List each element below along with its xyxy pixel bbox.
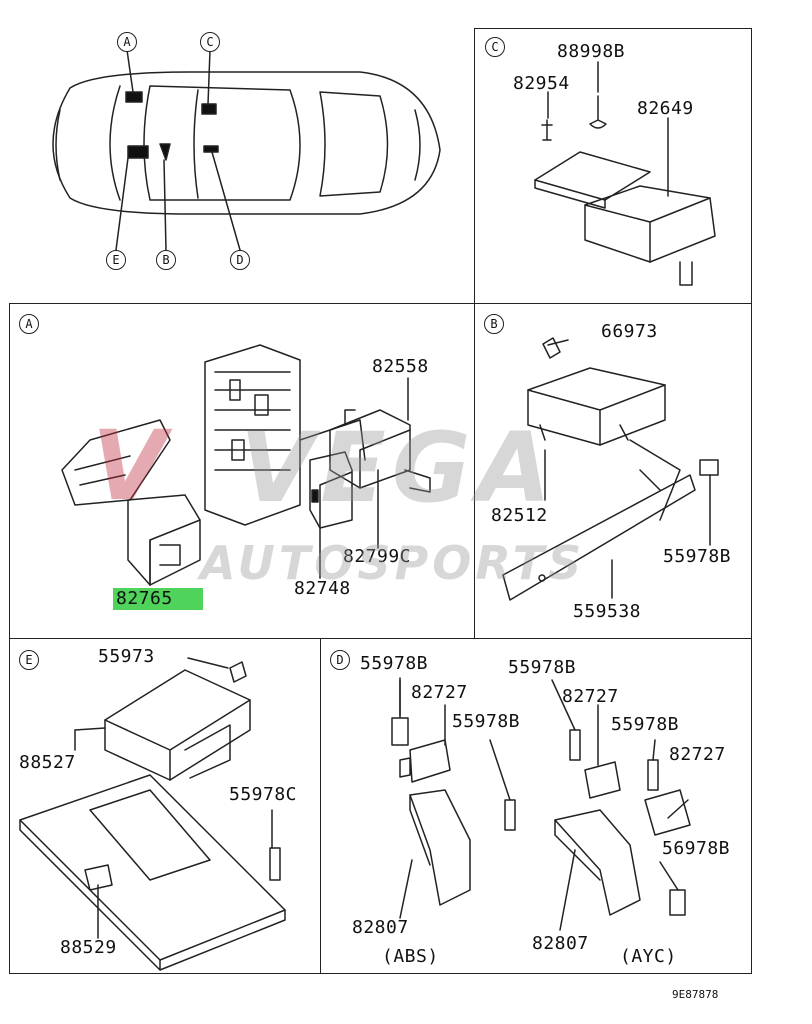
- panel-e-badge: E: [19, 650, 39, 670]
- panel-a-badge: A: [19, 314, 39, 334]
- highlight-82765: [113, 588, 203, 610]
- panel-a-drawing: [61, 344, 431, 586]
- part-label: 82727: [562, 686, 619, 707]
- overview-callout-a: A: [117, 32, 137, 52]
- watermark-v-mark: V: [92, 410, 167, 522]
- panel-e: [9, 638, 321, 974]
- part-label: 88998B: [557, 41, 626, 62]
- part-label: 88527: [19, 752, 76, 773]
- panel-d: [320, 638, 752, 974]
- panel-c-badge: C: [485, 37, 505, 57]
- panel-d-badge: D: [330, 650, 350, 670]
- diagram-code: 9E87878: [672, 988, 719, 1001]
- part-label: 56978B: [662, 838, 731, 859]
- part-label: 66973: [601, 321, 658, 342]
- part-label: (AYC): [620, 946, 677, 967]
- overview-callout-b: B: [156, 250, 176, 270]
- panel-e-drawing: [19, 657, 286, 971]
- panel-c: [474, 28, 752, 304]
- part-label: (ABS): [382, 946, 439, 967]
- panel-d-drawing: [391, 677, 691, 931]
- part-label: 82558: [372, 356, 429, 377]
- part-label: 55978B: [611, 714, 680, 735]
- part-label: 82727: [411, 682, 468, 703]
- part-label: 88529: [60, 937, 117, 958]
- part-label: 55978B: [663, 546, 732, 567]
- watermark-line1: VEGA: [240, 412, 557, 524]
- part-label: 82512: [491, 505, 548, 526]
- watermark-line2: AUTOSPORTS: [200, 536, 586, 590]
- part-label: 55978B: [508, 657, 577, 678]
- part-label: 82727: [669, 744, 726, 765]
- part-label: 82799C: [343, 546, 412, 567]
- overview-callout-c: C: [200, 32, 220, 52]
- part-label: 559538: [573, 601, 642, 622]
- part-label: 82807: [532, 933, 589, 954]
- panel-b-drawing: [502, 337, 719, 601]
- part-label: 82748: [294, 578, 351, 599]
- panel-b-badge: B: [484, 314, 504, 334]
- overview-callout-d: D: [230, 250, 250, 270]
- overview-callout-e: E: [106, 250, 126, 270]
- car-top-view: [52, 49, 441, 251]
- part-label-highlighted: 82765: [116, 588, 173, 609]
- panel-c-drawing: [534, 61, 716, 286]
- part-label: 55978B: [452, 711, 521, 732]
- part-label: 55978B: [360, 653, 429, 674]
- part-label: 82954: [513, 73, 570, 94]
- part-label: 82807: [352, 917, 409, 938]
- part-label: 55978C: [229, 784, 298, 805]
- part-label: 55973: [98, 646, 155, 667]
- part-label: 82649: [637, 98, 694, 119]
